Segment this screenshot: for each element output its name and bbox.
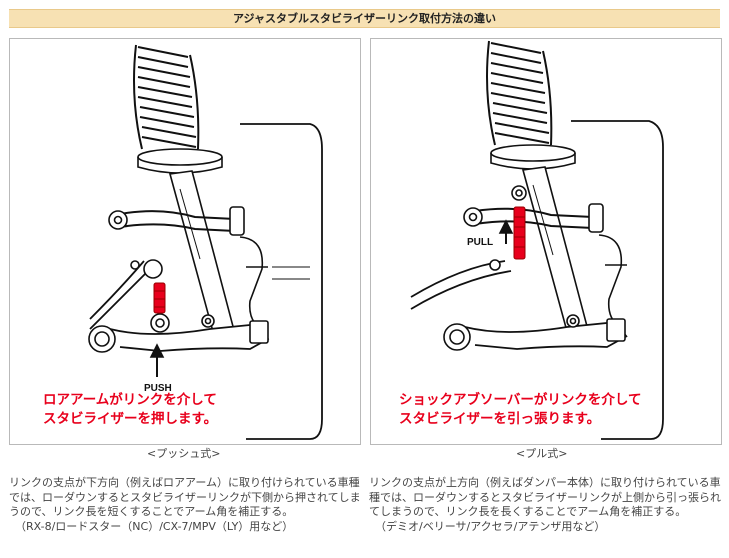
section-header: アジャスタブルスタビライザーリンク取付方法の違い [9, 9, 720, 28]
pull-label: PULL [467, 237, 493, 248]
push-callout-line2: スタビライザーを押します。 [43, 411, 218, 427]
push-callout-line1: ロアアームがリンクを介して [43, 392, 217, 408]
push-caption: <プッシュ式> [147, 447, 221, 460]
pull-type-panel: PULL ショックアブソーバーがリンクを介して スタビライザーを引っ張ります。 [370, 38, 722, 445]
push-description: リンクの支点が下方向（例えばロアアーム）に取り付けられている車種では、ローダウン… [9, 476, 361, 534]
pull-suspension-illustration: PULL [410, 40, 664, 440]
pull-caption: <プル式> [516, 447, 568, 460]
push-label: PUSH [144, 383, 172, 394]
pull-models: （デミオ/ベリーサ/アクセラ/アテンザ用など） [375, 519, 606, 533]
push-models: （RX-8/ロードスター（NC）/CX-7/MPV（LY）用など） [15, 519, 294, 533]
push-type-panel: PUSH ロアアームがリンクを介して スタビライザーを押します。 [9, 38, 361, 445]
push-suspension-illustration: PUSH [88, 44, 323, 440]
pull-callout-line1: ショックアブソーバーがリンクを介して [399, 392, 642, 408]
pull-description: リンクの支点が上方向（例えばダンパー本体）に取り付けられている車種では、ローダウ… [369, 476, 721, 534]
push-description-text: リンクの支点が下方向（例えばロアアーム）に取り付けられている車種では、ローダウン… [9, 476, 361, 518]
stabilizer-link-red [153, 282, 166, 314]
pull-callout-line2: スタビライザーを引っ張ります。 [399, 411, 601, 427]
pull-description-text: リンクの支点が上方向（例えばダンパー本体）に取り付けられている車種では、ローダウ… [369, 476, 721, 518]
stabilizer-link-red [513, 206, 526, 260]
coil-spring [486, 40, 553, 146]
coil-spring [133, 44, 200, 150]
